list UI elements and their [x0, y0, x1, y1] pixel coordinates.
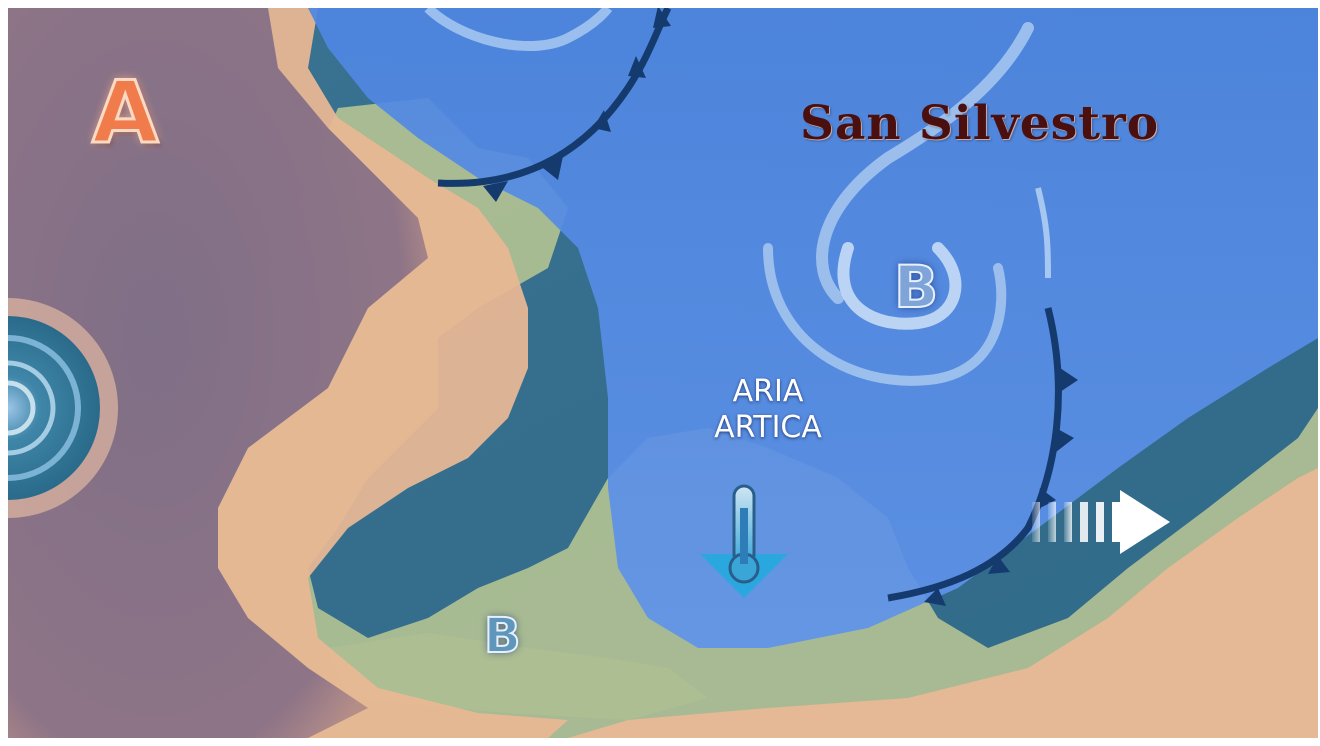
cyclone-west [8, 298, 118, 518]
low-pressure-label-north: B [893, 253, 939, 321]
warm-airmass-core [8, 8, 428, 738]
land-north-africa [328, 633, 708, 720]
cyclone-north-spiral [763, 22, 1034, 386]
weather-map: A B B ARIA ARTICA San Silvestro [8, 8, 1318, 738]
low-pressure-label-south: B [483, 608, 522, 664]
thermometer-cold-icon [700, 484, 788, 598]
high-pressure-label: A [91, 63, 161, 163]
arctic-air-line2: ARTICA [714, 410, 822, 445]
arctic-air-line1: ARIA [732, 374, 804, 409]
page-title: San Silvestro [800, 96, 1160, 151]
cyclone-top-spiral [424, 8, 613, 51]
wind-arrow-icon [1032, 490, 1170, 554]
map-canvas [8, 8, 1318, 738]
arctic-air-label: ARIA ARTICA [700, 374, 836, 446]
warm-airmass-southeast [568, 468, 1318, 738]
cold-front-north [437, 8, 672, 202]
cold-front-east [887, 187, 1078, 606]
